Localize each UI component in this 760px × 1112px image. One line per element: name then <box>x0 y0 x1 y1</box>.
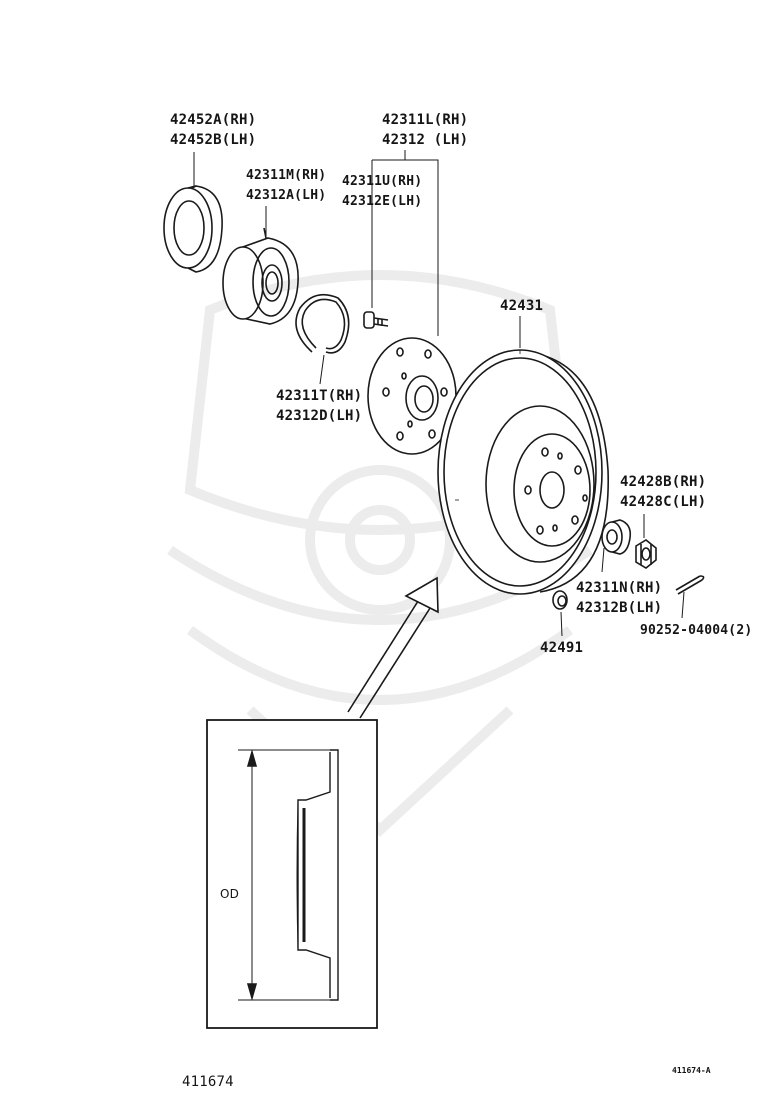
bearing-label-lh: 42312A(LH) <box>246 188 327 203</box>
grease-cap-part <box>552 590 568 610</box>
snap-ring-label-rh: 42311T(RH) <box>276 388 363 404</box>
wheel-bearing-part <box>222 227 299 325</box>
hub-label-rh: 42311L(RH) <box>382 112 469 128</box>
seal-label-rh: 42452A(RH) <box>170 112 257 128</box>
cotter-pin-part <box>675 575 705 595</box>
od-dimension-label: OD <box>220 887 240 901</box>
bearing-label-rh: 42311M(RH) <box>246 168 327 183</box>
hub-nut-label-rh: 42311N(RH) <box>576 580 663 596</box>
nut-lock-label-lh: 42428C(LH) <box>620 494 707 510</box>
nut-lock-cap-part <box>635 539 657 569</box>
disc-label: 42431 <box>500 298 544 314</box>
snap-ring-label-lh: 42312D(LH) <box>276 408 363 424</box>
drawing-code: 411674-A <box>672 1066 711 1075</box>
leader-lines <box>193 150 685 637</box>
cotter-pin-label: 90252-04004(2) <box>640 623 753 638</box>
hub-label-lh: 42312 (LH) <box>382 132 469 148</box>
snap-ring-part <box>295 293 350 354</box>
hub-bolt-label-rh: 42311U(RH) <box>342 174 423 189</box>
oil-seal-part <box>163 185 223 273</box>
hub-bolt-label-lh: 42312E(LH) <box>342 194 423 209</box>
hub-bolt-part <box>363 311 389 329</box>
nut-lock-label-rh: 42428B(RH) <box>620 474 707 490</box>
brake-disc-part <box>437 349 609 595</box>
disc-section-detail-box <box>206 719 378 1029</box>
cap-label: 42491 <box>540 640 584 656</box>
figure-number: 411674 <box>182 1074 234 1090</box>
hub-nut-part <box>601 519 632 555</box>
seal-label-lh: 42452B(LH) <box>170 132 257 148</box>
hub-nut-label-lh: 42312B(LH) <box>576 600 663 616</box>
axle-hub-part <box>367 337 457 455</box>
detail-arrow <box>347 576 439 719</box>
